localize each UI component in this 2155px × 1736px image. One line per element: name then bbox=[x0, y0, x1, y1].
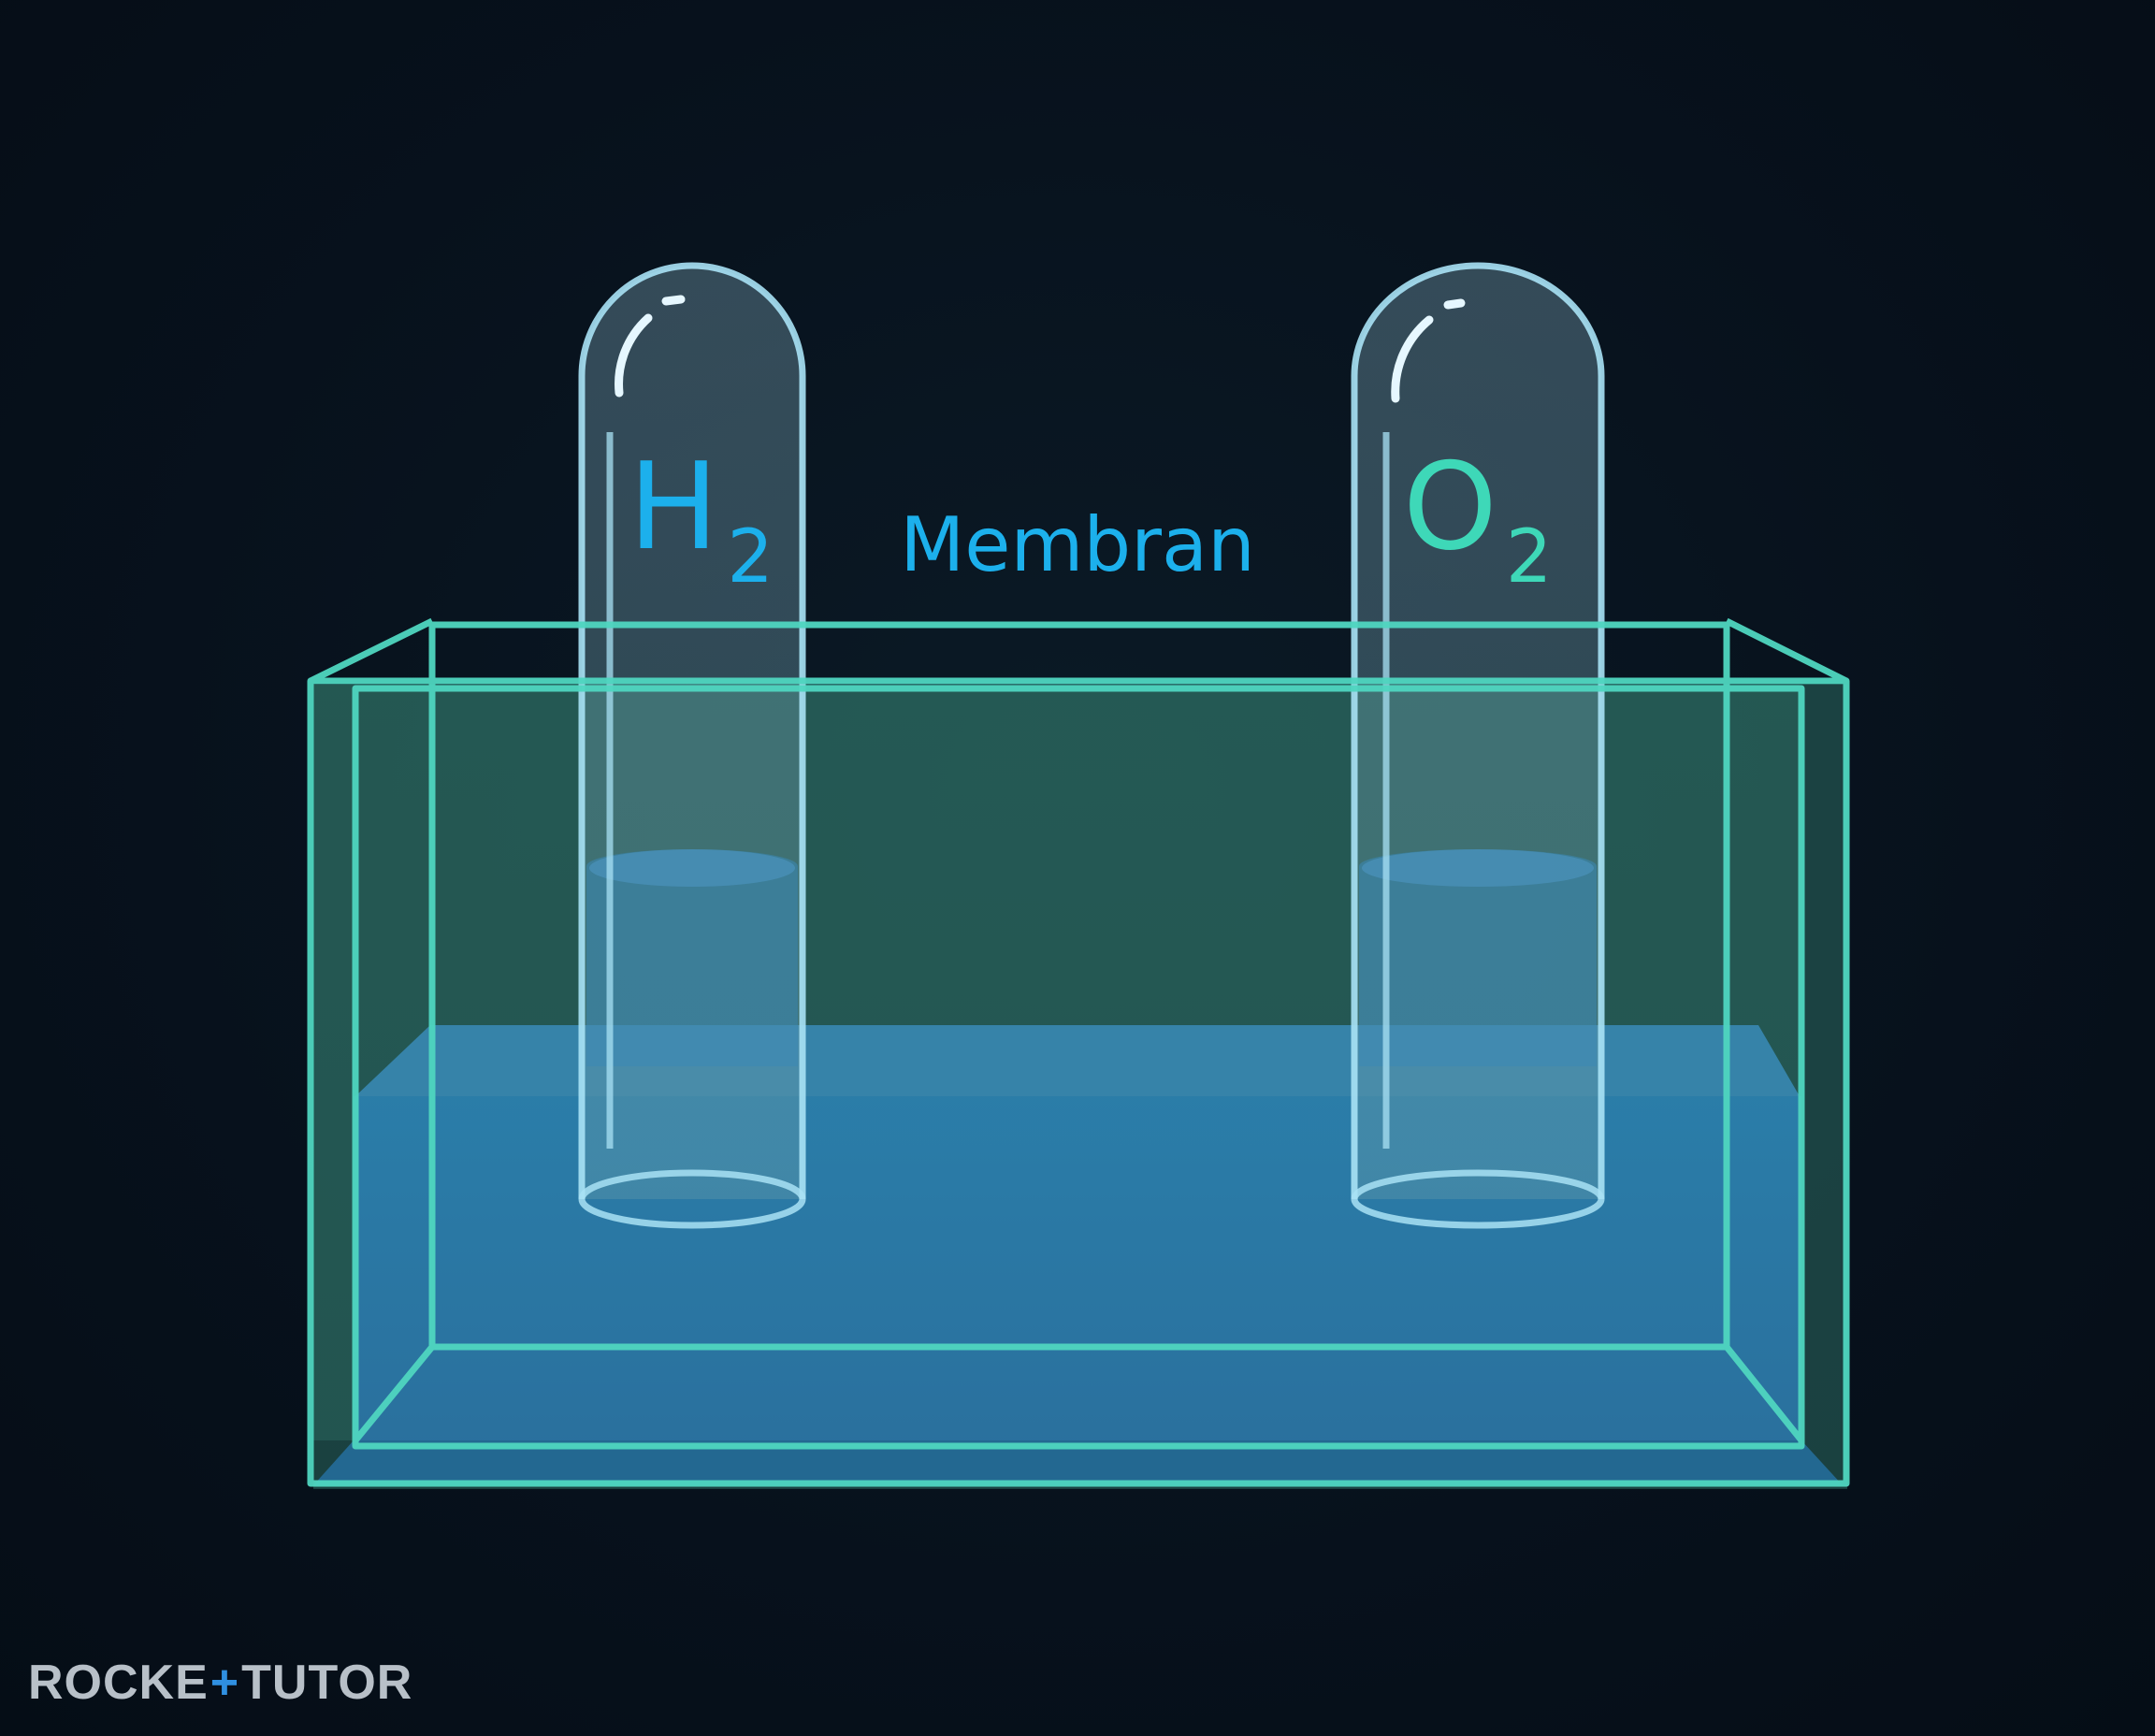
tube-hydrogen bbox=[578, 262, 806, 1229]
hydrogen-label: H 2 bbox=[629, 438, 774, 600]
hydrogen-label-sub: 2 bbox=[727, 515, 774, 600]
water-front-bottom bbox=[313, 1440, 1843, 1485]
membrane-label: Membran bbox=[900, 501, 1255, 588]
oxygen-label-main: O bbox=[1403, 438, 1497, 577]
logo-cross-icon: + bbox=[210, 1656, 240, 1710]
logo-text-part3: R bbox=[376, 1656, 413, 1710]
tank-outline bbox=[307, 617, 1850, 1487]
oxygen-label: O 2 bbox=[1403, 438, 1552, 600]
oxygen-label-sub: 2 bbox=[1506, 515, 1553, 600]
hydrogen-label-main: H bbox=[629, 438, 718, 577]
logo-text-part1: ROCKE bbox=[28, 1656, 209, 1710]
tube-oxygen bbox=[1351, 262, 1605, 1229]
logo-text-part2: TUTO bbox=[241, 1656, 377, 1710]
